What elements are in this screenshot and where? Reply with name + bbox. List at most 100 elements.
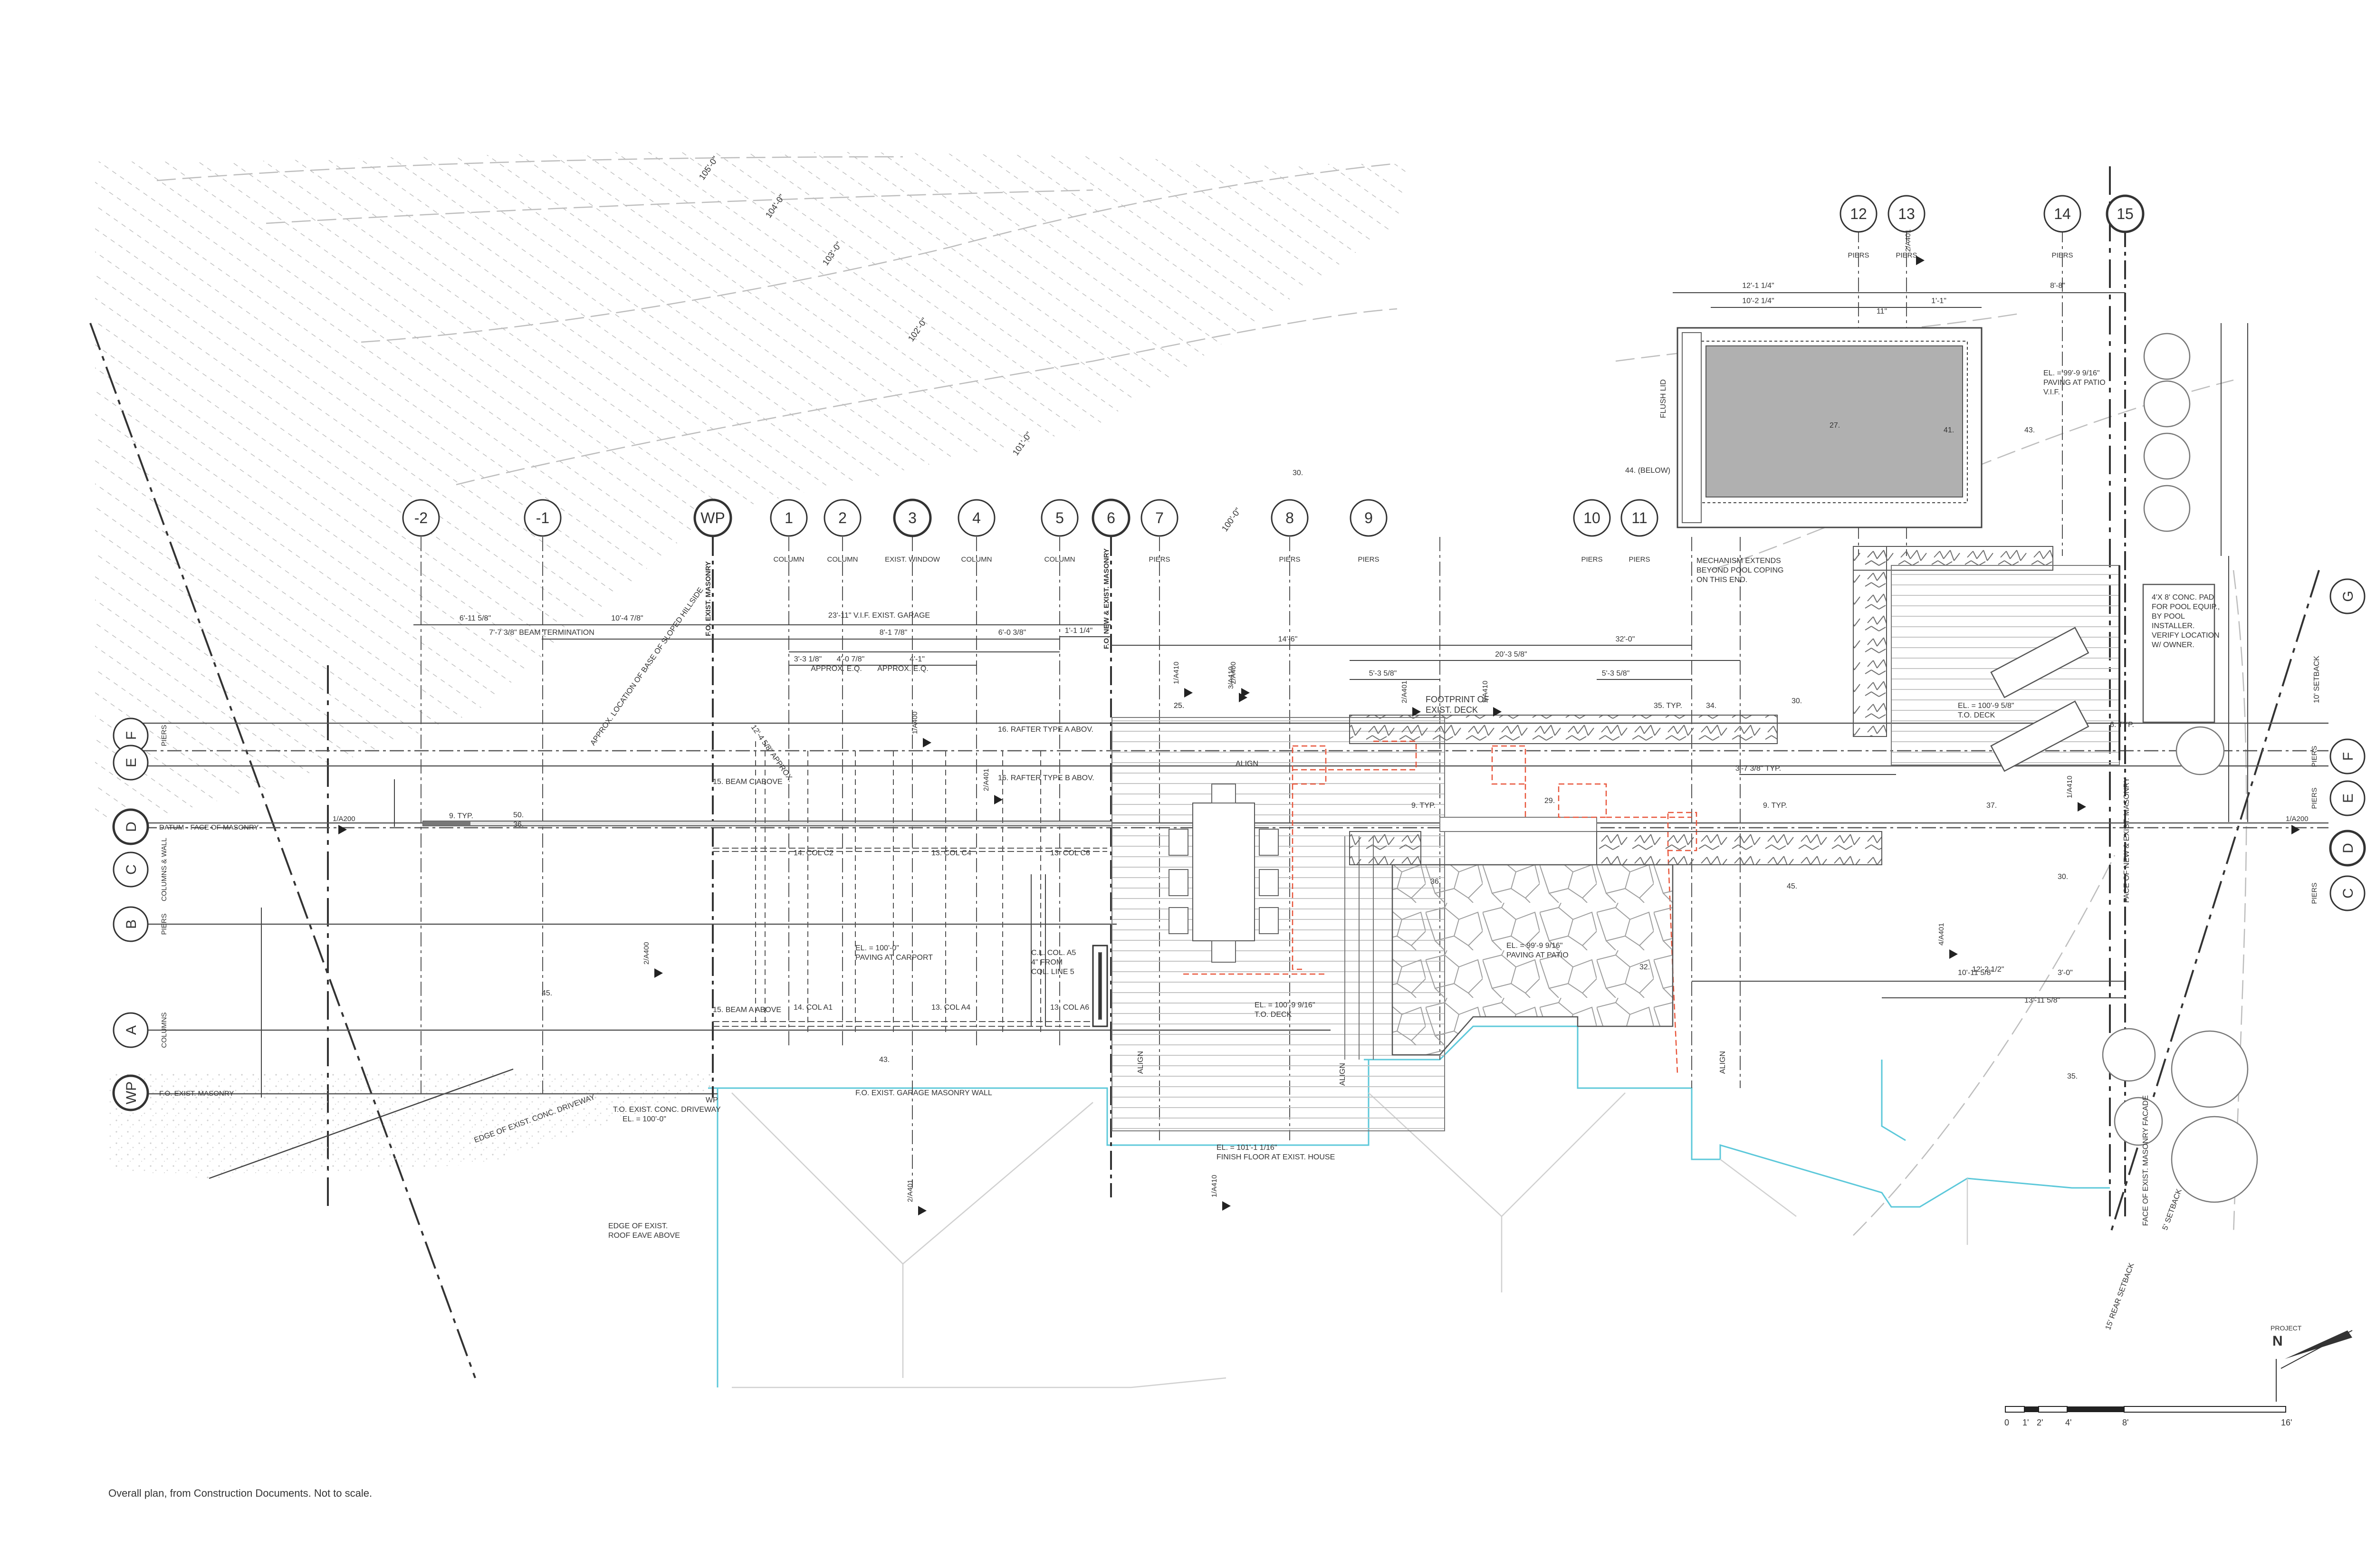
annotation: BEYOND POOL COPING bbox=[1696, 566, 1783, 574]
annotation: EL. = 99'-9 9/16" bbox=[1506, 942, 1563, 950]
dimension-labels: 6'-11 5/8"10'-4 7/8"23'-11" V.I.F. EXIST… bbox=[460, 282, 2065, 773]
grid-bubble-note: DATUM - FACE OF MASONRY bbox=[159, 823, 259, 832]
dimension-label: 10'-4 7/8" bbox=[611, 614, 643, 622]
annotation: 30. bbox=[2058, 873, 2068, 881]
grid-bubble-label: 2 bbox=[838, 509, 847, 526]
deck bbox=[1111, 717, 1597, 1131]
annotation: EDGE OF EXIST. bbox=[608, 1222, 668, 1230]
grid-bubble-note: PIERS bbox=[2310, 882, 2319, 904]
scale-tick: 0 bbox=[2004, 1418, 2009, 1427]
dimension-label: 6'-0 3/8" bbox=[998, 629, 1026, 637]
grid-bubble-note: COLUMNS bbox=[160, 1012, 168, 1048]
annotation: ALIGN bbox=[1339, 1063, 1347, 1086]
grid-bubble-note: COLUMNS & WALL bbox=[160, 838, 168, 901]
dimension-label: 5'-3 5/8" bbox=[1369, 669, 1397, 678]
section-tag: 1/A410 bbox=[1172, 661, 1180, 684]
annotation: 15' REAR SETBACK bbox=[2104, 1262, 2136, 1331]
section-arrow-icon bbox=[2078, 802, 2086, 812]
grid-bubble-label: C bbox=[124, 864, 139, 875]
annotation: 12'-4 5/8" APPROX. bbox=[749, 724, 795, 784]
grid-bubble-label: E bbox=[124, 758, 139, 767]
annotation: BY POOL bbox=[2152, 612, 2185, 621]
annotation: PAVING AT CARPORT bbox=[855, 954, 933, 962]
annotation: 35. bbox=[2067, 1072, 2078, 1080]
dimension-label: 7'-7 3/8" BEAM TERMINATION bbox=[489, 629, 594, 637]
grid-bubble-note: PIERS bbox=[2051, 251, 2073, 259]
annotation: 27. bbox=[1830, 421, 1840, 430]
grid-bubble-label: -2 bbox=[414, 509, 428, 526]
planting-beds bbox=[423, 546, 2053, 865]
dimension-label: 8'-8" bbox=[2050, 282, 2065, 290]
dimension-label: APPROX. E.Q. bbox=[877, 665, 929, 673]
annotation: 50. bbox=[513, 811, 524, 819]
dimension-label: 11" bbox=[1877, 307, 1887, 316]
annotation: 29. bbox=[1544, 797, 1555, 805]
annotation: 10'-11 5/8" bbox=[1958, 969, 1993, 977]
dimension-label: 4'-0 7/8" bbox=[837, 655, 865, 663]
annotation: 30. bbox=[1293, 469, 1303, 477]
section-tag: 2/A401 bbox=[906, 1179, 914, 1202]
section-tag: 3/A410 bbox=[1227, 666, 1235, 689]
annotation: 9. TYP. bbox=[1411, 802, 1436, 810]
grid-bubble-label: 13 bbox=[1898, 205, 1915, 222]
dimension-strings bbox=[261, 292, 2248, 1098]
dimension-label: 3'-3 1/8" bbox=[794, 655, 822, 663]
grid-bubble-label: 14 bbox=[2054, 205, 2071, 222]
annotation: ALIGN bbox=[1719, 1051, 1727, 1074]
scale-tick: 16' bbox=[2281, 1418, 2292, 1427]
grid-bubble-note: F.O. EXIST. MASONRY bbox=[704, 561, 712, 636]
dimension-label: APPROX. E.Q. bbox=[811, 665, 862, 673]
annotation: T.O. DECK bbox=[1255, 1011, 1292, 1019]
grid-bubble: E bbox=[113, 745, 149, 781]
annotation: 30. bbox=[1792, 697, 1802, 705]
grid-bubble-note: PIERS bbox=[1358, 555, 1379, 564]
annotation: 32. bbox=[1639, 963, 1650, 971]
annotation: 45. bbox=[542, 989, 552, 997]
grid-bubble-label: G bbox=[2340, 591, 2356, 602]
svg-text:N: N bbox=[2272, 1333, 2283, 1349]
grid-bubble-note: PIERS bbox=[160, 725, 168, 746]
dimension-label: 32'-0" bbox=[1616, 635, 1635, 643]
grid-bubble: WPF.O. EXIST. MASONRY bbox=[693, 498, 732, 636]
figure-caption: Overall plan, from Construction Document… bbox=[108, 1487, 373, 1499]
annotation: 4" FROM bbox=[1031, 958, 1063, 966]
annotation: 15. BEAM A ABOVE bbox=[713, 1006, 781, 1014]
dimension-label: 5'-3 5/8" bbox=[1602, 669, 1630, 678]
dimension-label: 10'-2 1/4" bbox=[1742, 297, 1774, 305]
section-tag: 4/A401 bbox=[1937, 923, 1945, 946]
grid-bubble-label: D bbox=[124, 822, 139, 832]
annotation: COL. LINE 5 bbox=[1031, 968, 1074, 976]
grid-bubble-label: 4 bbox=[972, 509, 981, 526]
grid-bubble-label: 8 bbox=[1285, 509, 1294, 526]
annotation: 34. bbox=[1706, 702, 1716, 710]
grid-bubble-label: WP bbox=[124, 1081, 139, 1104]
annotation: V.I.F. bbox=[2043, 388, 2060, 396]
section-tag: 1/A410 bbox=[1210, 1175, 1218, 1197]
grid-bubble-note: PIERS bbox=[1149, 555, 1170, 564]
annotation: 9. TYP. bbox=[449, 812, 473, 820]
annotation: 6. TYP. bbox=[2110, 721, 2134, 729]
annotation: C.L. COL. A5 bbox=[1031, 949, 1076, 957]
existing-deck-note: FOOTPRINT OF EXIST. DECK bbox=[1426, 695, 1489, 715]
annotation: 13. COL A6 bbox=[1050, 1004, 1089, 1012]
grid-bubble: G bbox=[2329, 578, 2366, 614]
grid-bubble-note: PIERS bbox=[160, 913, 168, 935]
scale-bar: 0 1' 2' 4' 8' 16' bbox=[2004, 1406, 2292, 1427]
annotation: 36. bbox=[1430, 878, 1441, 886]
annotation: 15. BEAM C ABOVE bbox=[713, 778, 783, 786]
scale-tick: 4' bbox=[2065, 1418, 2071, 1427]
annotation: 14. COL C2 bbox=[794, 849, 834, 857]
annotation: 43. bbox=[879, 1056, 890, 1064]
annotation: EL. = 100'-9 9/16" bbox=[1255, 1001, 1315, 1009]
section-arrow-icon bbox=[918, 1206, 927, 1215]
section-tag: 2/A400 bbox=[1229, 661, 1237, 684]
annotation: F.O. EXIST. GARAGE MASONRY WALL bbox=[855, 1089, 992, 1097]
